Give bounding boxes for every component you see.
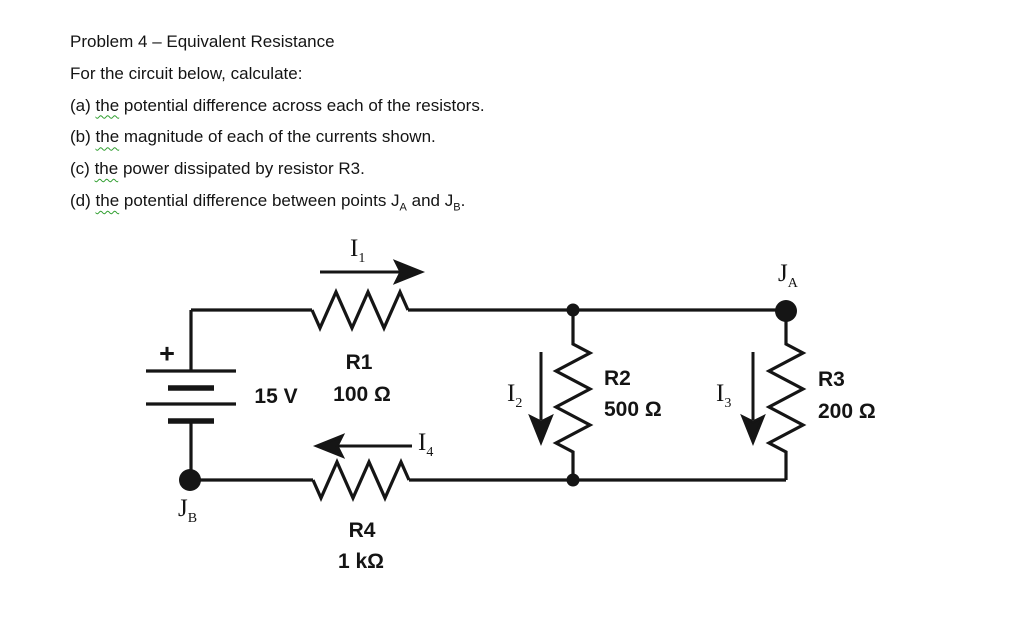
current-i1-arrowhead (392, 259, 426, 285)
battery-plus-label: + (159, 338, 175, 369)
resistor-r3-symbol (765, 311, 807, 480)
current-i2-base: I (507, 380, 516, 407)
resistor-r4-value-label: 1 kΩ (337, 550, 385, 573)
item-d-text-end: . (460, 190, 466, 210)
current-i2-sub: 2 (515, 396, 523, 411)
node-jb-label: JB (178, 495, 197, 526)
current-i3-arrowhead (740, 413, 766, 447)
resistor-r4-symbol (311, 458, 411, 502)
current-i2-arrow (528, 352, 554, 447)
current-i4-arrow (312, 433, 412, 459)
resistor-r3-name-label: R3 (818, 368, 845, 391)
current-i1-base: I (350, 235, 359, 262)
item-a-flagged-word: the (95, 95, 120, 115)
item-d-text: potential difference between points J (123, 190, 400, 210)
resistor-r4-name-label: R4 (348, 519, 376, 542)
item-d-text-mid: and J (411, 190, 454, 210)
current-i3-arrow (740, 352, 766, 447)
current-i1-arrow (320, 259, 426, 285)
problem-intro: For the circuit below, calculate: (70, 63, 303, 83)
resistor-r2-value-label: 500 Ω (604, 398, 662, 421)
current-i4-base: I (418, 429, 427, 456)
current-i4-sub: 4 (426, 445, 434, 460)
resistor-r2-symbol (552, 310, 594, 480)
item-b-prefix: (b) (70, 127, 91, 147)
resistor-r2-name-label: R2 (604, 367, 631, 390)
node-ja-dot (775, 300, 797, 322)
problem-item-d: (d) the potential difference between poi… (70, 185, 485, 217)
battery-symbol (146, 369, 236, 424)
item-a-text: potential difference across each of the … (123, 95, 485, 115)
item-c-text: power dissipated by resistor R3. (122, 159, 365, 179)
resistor-r1-symbol (310, 288, 410, 332)
current-i2-label: I2 (507, 380, 522, 411)
current-i4-arrowhead (312, 433, 346, 459)
battery-voltage-label: 15 V (254, 385, 298, 408)
item-c-prefix: (c) (70, 159, 90, 179)
current-i3-sub: 3 (724, 396, 732, 411)
resistor-r1-value-label: 100 Ω (333, 383, 391, 406)
node-ja-label: JA (778, 260, 798, 291)
item-c-flagged-word: the (94, 159, 119, 179)
junction-dot-top (566, 303, 580, 317)
node-jb-sub: B (187, 511, 198, 526)
item-d-flagged-word: the (95, 190, 120, 210)
item-d-prefix: (d) (70, 190, 91, 210)
current-i4-label: I4 (418, 429, 433, 460)
problem-statement: Problem 4 – Equivalent Resistance For th… (70, 26, 485, 217)
current-i3-label: I3 (716, 380, 731, 411)
node-ja-sub: A (787, 276, 798, 291)
item-b-flagged-word: the (95, 127, 120, 147)
current-i3-base: I (716, 380, 725, 407)
current-i2-arrowhead (528, 413, 554, 447)
problem-item-a: (a) the potential difference across each… (70, 90, 485, 122)
current-i1-sub: 1 (358, 251, 366, 266)
item-a-prefix: (a) (70, 95, 91, 115)
junction-dot-bottom (566, 473, 580, 487)
resistor-r3-value-label: 200 Ω (818, 400, 876, 423)
node-jb-dot (179, 469, 201, 491)
current-i1-label: I1 (350, 235, 365, 266)
node-jb-base: J (178, 495, 188, 522)
item-d-node-a-subscript: A (399, 201, 407, 214)
problem-item-c: (c) the power dissipated by resistor R3. (70, 153, 485, 185)
resistor-r1-name-label: R1 (345, 351, 373, 374)
node-ja-base: J (778, 260, 788, 287)
problem-title: Problem 4 – Equivalent Resistance (70, 32, 335, 51)
item-b-text: magnitude of each of the currents shown. (123, 127, 436, 147)
problem-item-b: (b) the magnitude of each of the current… (70, 121, 485, 153)
item-d-node-b-subscript: B (453, 201, 461, 214)
